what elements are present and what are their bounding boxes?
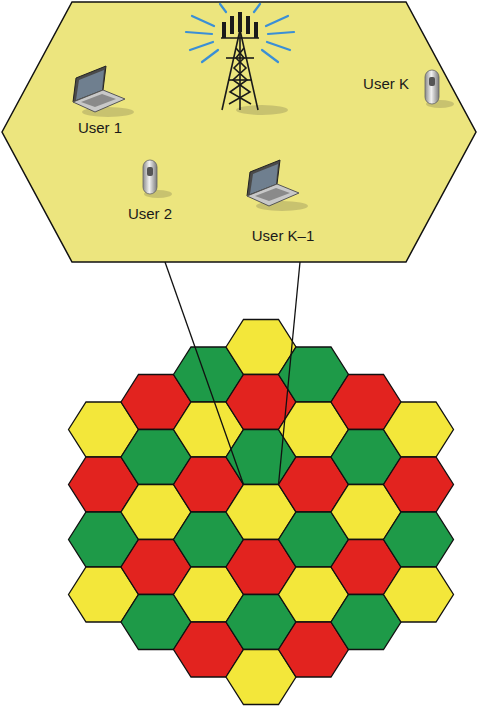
- user-label: User K–1: [252, 228, 315, 245]
- handset-icon: [425, 70, 454, 108]
- cell-hexagon: [384, 402, 454, 457]
- laptop-icon: [73, 66, 134, 117]
- cell-hexagon-zoom: [2, 2, 476, 262]
- cell-hexagon: [384, 567, 454, 622]
- signal-lines: [186, 4, 294, 62]
- user-label: User K: [363, 76, 409, 93]
- tower-lattice: [221, 30, 259, 110]
- user-label: User 1: [78, 120, 122, 137]
- zoom-line: [165, 262, 244, 485]
- tower-shadow: [236, 105, 288, 115]
- base-station-tower: [186, 4, 294, 115]
- zoom-lines: [165, 262, 300, 485]
- laptop-icon: [247, 160, 308, 211]
- zoom-line: [279, 262, 301, 485]
- cell-hexagon: [384, 512, 454, 567]
- cell-grid: [69, 320, 454, 705]
- antenna-panels: [222, 12, 258, 38]
- user-label: User 2: [128, 206, 172, 223]
- handset-icon: [143, 160, 172, 198]
- cell-hexagon: [384, 457, 454, 512]
